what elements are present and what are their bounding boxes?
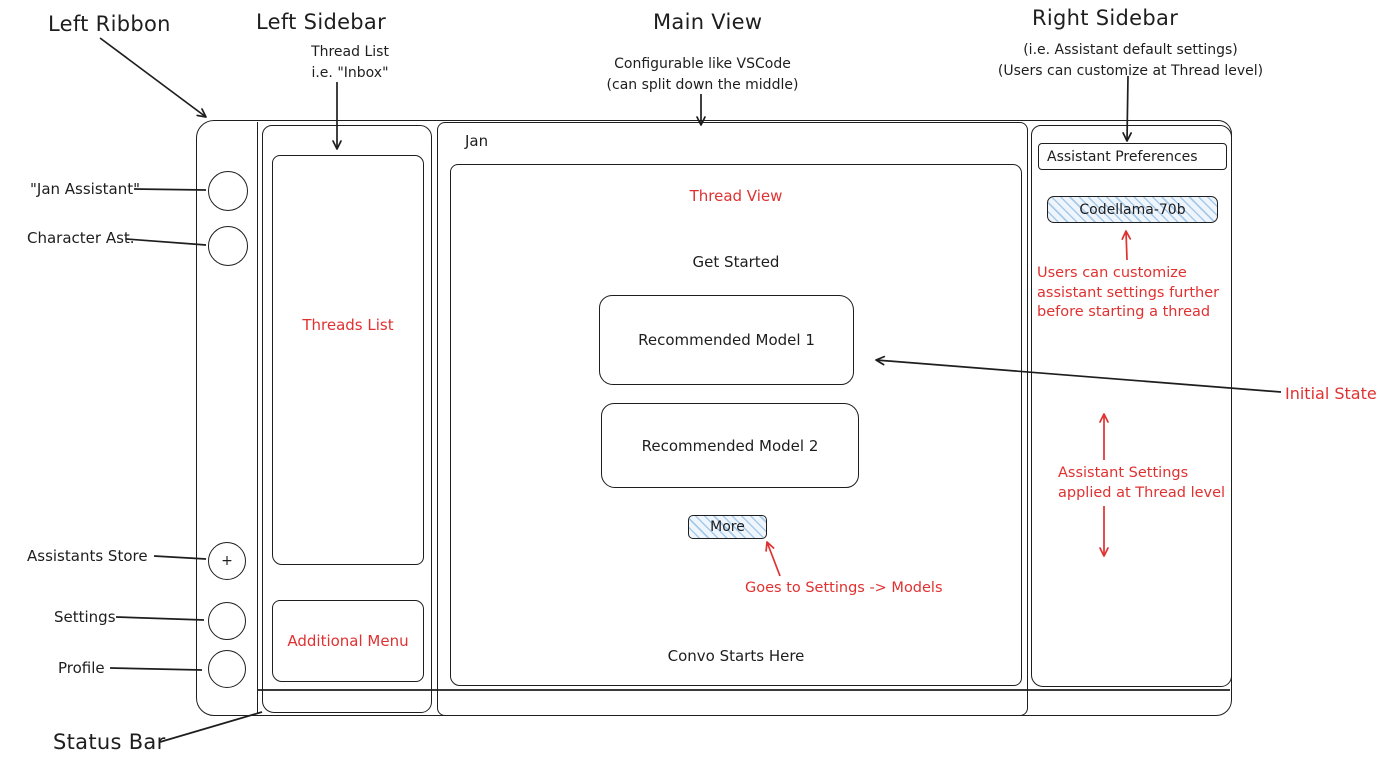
codellama-chip-label: Codellama-70b [1079,201,1186,218]
line-profile [109,667,203,671]
recommended-model-2-label: Recommended Model 2 [641,436,819,455]
additional-menu-label: Additional Menu [287,632,409,650]
status-bar [258,690,1230,714]
main-view-label: Main View [653,10,763,34]
right-sidebar-panel [1031,125,1232,687]
line-character-ast [125,238,207,246]
more-button-label: More [710,519,745,535]
main-view-title: Jan [465,132,489,150]
recommended-model-1-label: Recommended Model 1 [638,331,815,349]
codellama-chip[interactable]: Codellama-70b [1047,196,1218,223]
line-settings [115,616,205,621]
left-sidebar-note: Thread List i.e. "Inbox" [311,44,389,81]
convo-starts-label: Convo Starts Here [667,647,805,665]
note-applied-thread-level: Assistant Settings applied at Thread lev… [1058,465,1226,501]
plus-icon: + [221,553,233,569]
left-sidebar-label: Left Sidebar [256,10,387,34]
recommended-model-2-card[interactable]: Recommended Model 2 [601,403,859,488]
assistants-store-button[interactable]: + [208,542,246,580]
line-status-bar [159,711,263,743]
right-sidebar-label: Right Sidebar [1032,6,1179,30]
ribbon-divider [257,122,258,714]
status-bar-label: Status Bar [53,730,166,754]
left-ribbon-label: Left Ribbon [48,12,171,36]
assistant-preferences-label: Assistant Preferences [1047,148,1198,165]
character-ast-label: Character Ast. [27,229,135,247]
get-started-label: Get Started [692,253,780,271]
assistant-preferences-header: Assistant Preferences [1038,143,1227,170]
more-button[interactable]: More [688,515,767,539]
note-customize: Users can customize assistant settings f… [1037,265,1220,321]
right-sidebar-note: (i.e. Assistant default settings) (Users… [997,42,1264,79]
jan-assistant-button[interactable] [208,171,248,211]
additional-menu-region[interactable]: Additional Menu [272,600,424,682]
settings-label: Settings [54,608,116,626]
main-view-note: Configurable like VSCode (can split down… [606,56,799,93]
initial-state-label: Initial State [1285,384,1377,403]
thread-view-heading: Thread View [689,187,783,205]
main-view-panel [437,122,1028,716]
assistants-store-label: Assistants Store [27,547,148,565]
jan-assistant-label: "Jan Assistant" [30,180,141,198]
note-goes-to-settings: Goes to Settings -> Models [745,580,943,596]
threads-list-label: Threads List [302,316,394,334]
left-sidebar-panel [262,125,432,713]
thread-view-content: Thread View Get Started Recommended Mode… [450,164,1022,686]
arrow-left-ribbon [99,37,207,118]
recommended-model-1-card[interactable]: Recommended Model 1 [599,295,854,385]
character-assistant-button[interactable] [208,226,248,266]
settings-button[interactable] [208,602,246,640]
profile-button[interactable] [208,650,246,688]
threads-list-region[interactable]: Threads List [272,155,424,565]
profile-label: Profile [58,659,105,677]
